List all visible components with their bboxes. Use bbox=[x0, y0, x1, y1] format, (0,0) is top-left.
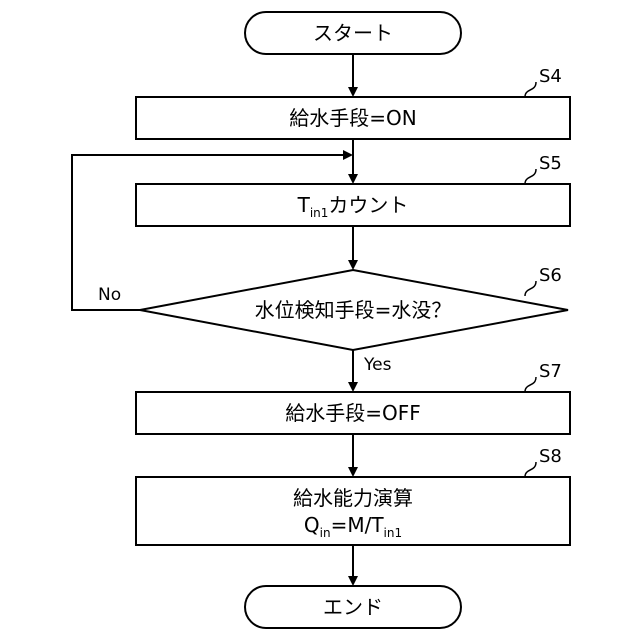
step-s6-callout bbox=[525, 281, 536, 296]
start-label: スタート bbox=[313, 21, 393, 45]
step-s4-id: S4 bbox=[539, 66, 562, 87]
step-s6-id: S6 bbox=[539, 265, 562, 286]
step-s6-label: 水位検知手段=水没？ bbox=[255, 298, 452, 322]
branch-no-label: No bbox=[98, 285, 121, 305]
step-s5-callout bbox=[525, 169, 536, 184]
branch-yes-label: Yes bbox=[363, 355, 392, 375]
step-s5-id: S5 bbox=[539, 153, 562, 174]
step-s7-callout bbox=[525, 377, 536, 392]
step-s8-label-line1: 給水能力演算 bbox=[293, 486, 413, 510]
step-s7-label: 給水手段=OFF bbox=[285, 401, 421, 425]
step-s8-id: S8 bbox=[539, 446, 562, 467]
end-label: エンド bbox=[323, 595, 383, 619]
step-s4-label: 給水手段=ON bbox=[289, 106, 416, 130]
step-s7-id: S7 bbox=[539, 361, 562, 382]
step-s4-callout bbox=[525, 82, 536, 97]
step-s8-callout bbox=[525, 462, 536, 477]
